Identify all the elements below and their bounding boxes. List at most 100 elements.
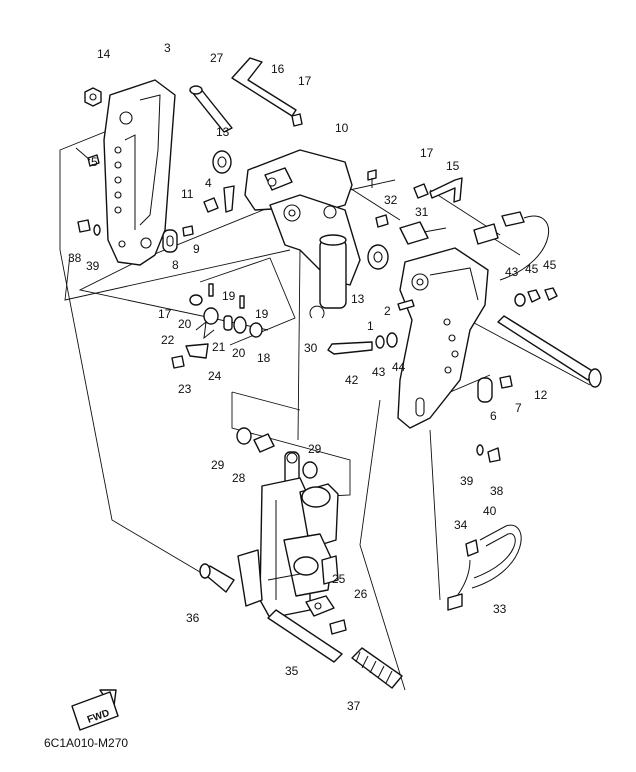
callout-16: 16 bbox=[271, 62, 285, 76]
nut-14 bbox=[84, 87, 102, 107]
callout-19-b: 19 bbox=[255, 307, 269, 321]
bushing-29-left bbox=[236, 427, 252, 445]
collar-20-b bbox=[233, 316, 247, 334]
callout-20-b: 20 bbox=[232, 346, 246, 360]
screw-9 bbox=[182, 225, 194, 237]
bolt-17-left bbox=[189, 294, 203, 306]
callout-24: 24 bbox=[208, 369, 222, 383]
screw-32 bbox=[375, 214, 389, 228]
callout-36: 36 bbox=[186, 611, 200, 625]
through-bolt-12 bbox=[497, 315, 602, 388]
callout-27: 27 bbox=[210, 51, 224, 65]
forward-direction-arrow: FWD bbox=[71, 689, 119, 731]
pin-27 bbox=[189, 85, 233, 133]
bolt-26 bbox=[329, 619, 347, 635]
callout-7: 7 bbox=[515, 401, 522, 415]
callout-9: 9 bbox=[193, 242, 200, 256]
callout-44: 44 bbox=[392, 360, 406, 374]
callout-23: 23 bbox=[178, 382, 192, 396]
callout-20-a: 20 bbox=[178, 317, 192, 331]
callout-15: 15 bbox=[446, 159, 460, 173]
bolt-38-right bbox=[487, 447, 501, 463]
callout-40: 40 bbox=[483, 504, 497, 518]
callout-26: 26 bbox=[354, 587, 368, 601]
callout-43-center: 43 bbox=[372, 365, 386, 379]
bolt-42 bbox=[327, 341, 373, 355]
callout-29-right: 29 bbox=[308, 442, 322, 456]
clip-34 bbox=[465, 539, 479, 557]
shaft-35 bbox=[267, 609, 343, 663]
callout-21: 21 bbox=[212, 340, 226, 354]
collar-20-a bbox=[203, 307, 219, 325]
callout-10: 10 bbox=[335, 121, 349, 135]
sleeve-36 bbox=[199, 563, 235, 593]
lever-24 bbox=[185, 343, 209, 359]
callout-45-a: 45 bbox=[525, 262, 539, 276]
bolt-17-top bbox=[291, 113, 303, 127]
diagram-code: 6C1A010-M270 bbox=[44, 736, 128, 750]
bolt-17-right bbox=[413, 183, 429, 199]
callout-25: 25 bbox=[332, 572, 346, 586]
washer-39-right bbox=[476, 444, 484, 456]
callout-17-right: 17 bbox=[420, 146, 434, 160]
anode-4 bbox=[223, 185, 235, 213]
part-number-callouts: 14 3 27 16 17 13 10 17 15 5 4 11 32 31 9… bbox=[68, 41, 557, 713]
pin-2 bbox=[397, 299, 415, 311]
tilt-switch-31 bbox=[399, 221, 447, 245]
callout-32: 32 bbox=[384, 193, 398, 207]
plate-25 bbox=[305, 595, 335, 617]
callout-14: 14 bbox=[97, 47, 111, 61]
nut-45-b bbox=[544, 287, 558, 301]
bushing-18 bbox=[249, 322, 263, 338]
callout-2: 2 bbox=[384, 304, 391, 318]
clamp-bracket-right bbox=[397, 247, 489, 429]
pin-19-b bbox=[239, 295, 245, 309]
plate-8 bbox=[162, 229, 178, 253]
bolt-38-left bbox=[77, 219, 91, 233]
callout-34: 34 bbox=[454, 518, 468, 532]
callout-28: 28 bbox=[232, 471, 246, 485]
bushing-13-lower bbox=[367, 244, 389, 270]
callout-17-top: 17 bbox=[298, 74, 312, 88]
callout-5: 5 bbox=[91, 155, 98, 169]
clamp-bracket-left bbox=[103, 79, 176, 266]
callout-42: 42 bbox=[345, 373, 359, 387]
tilt-lever-16 bbox=[231, 57, 297, 117]
callout-6: 6 bbox=[490, 409, 497, 423]
spring-22 bbox=[195, 320, 215, 340]
callout-12: 12 bbox=[534, 388, 548, 402]
callout-29-left: 29 bbox=[211, 458, 225, 472]
callout-31: 31 bbox=[415, 205, 429, 219]
nut-45-a bbox=[527, 289, 541, 303]
lever-15 bbox=[429, 177, 463, 203]
bushing-29-right bbox=[302, 461, 318, 479]
callout-39-left: 39 bbox=[86, 259, 100, 273]
screw-11 bbox=[203, 197, 219, 213]
callout-35: 35 bbox=[285, 664, 299, 678]
callout-38-left: 38 bbox=[68, 251, 82, 265]
hose-40 bbox=[471, 524, 522, 589]
callout-13-upper: 13 bbox=[216, 125, 230, 139]
callout-8: 8 bbox=[172, 258, 179, 272]
washer-43-center bbox=[375, 335, 385, 349]
bushing-6 bbox=[477, 377, 493, 403]
callout-43-right: 43 bbox=[505, 265, 519, 279]
swivel-bracket bbox=[244, 149, 361, 309]
bushing-28 bbox=[253, 433, 275, 453]
pin-19-a bbox=[208, 283, 214, 297]
washer-44 bbox=[386, 332, 398, 348]
bolt-7 bbox=[499, 375, 513, 389]
callout-11: 11 bbox=[181, 187, 194, 201]
callout-18: 18 bbox=[257, 351, 271, 365]
callout-39-right: 39 bbox=[460, 474, 474, 488]
callout-17-left: 17 bbox=[158, 307, 172, 321]
callout-4: 4 bbox=[205, 176, 212, 190]
callout-3: 3 bbox=[164, 41, 171, 55]
screw-41 bbox=[367, 169, 377, 188]
bolt-23 bbox=[171, 355, 185, 369]
grease-nipple-5 bbox=[75, 147, 100, 167]
circlip-30 bbox=[309, 305, 325, 319]
callout-22: 22 bbox=[161, 333, 175, 347]
power-trim-tilt-unit bbox=[237, 451, 339, 619]
